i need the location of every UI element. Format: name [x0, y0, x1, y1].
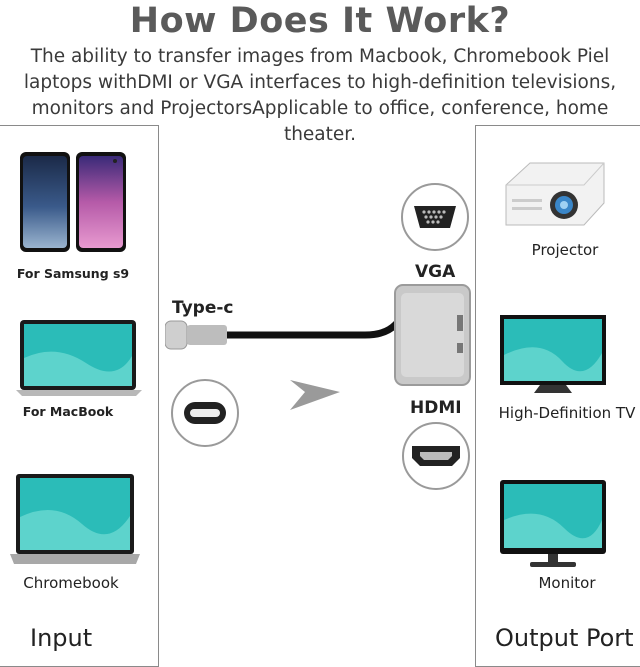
device-label-macbook: For MacBook: [22, 404, 114, 419]
vga-label: VGA: [415, 262, 456, 282]
hdmi-port-icon: [402, 422, 470, 490]
output-section-label: Output Port: [495, 624, 634, 652]
tv-icon: [500, 315, 606, 393]
device-label-projector: Projector: [531, 241, 599, 259]
projector-icon: [505, 162, 605, 226]
typec-port-icon: [171, 379, 239, 447]
device-label-monitor: Monitor: [538, 574, 596, 592]
adapter-illustration: [165, 284, 471, 410]
hdmi-label: HDMI: [410, 398, 462, 418]
laptop-icon: [16, 320, 142, 396]
vga-port-icon: [401, 183, 469, 251]
input-section-label: Input: [30, 624, 93, 652]
description-text: The ability to transfer images from Macb…: [23, 46, 617, 145]
device-label-chromebook: Chromebook: [23, 574, 119, 592]
page-title: How Does It Work?: [129, 1, 511, 41]
monitor-icon: [500, 480, 606, 567]
device-label-samsung: For Samsung s9: [16, 266, 130, 281]
laptop-icon: [10, 474, 140, 564]
smartphone-icon: [20, 152, 126, 252]
typec-label: Type-c: [172, 298, 234, 318]
device-label-tv: High-Definition TV: [498, 404, 636, 422]
